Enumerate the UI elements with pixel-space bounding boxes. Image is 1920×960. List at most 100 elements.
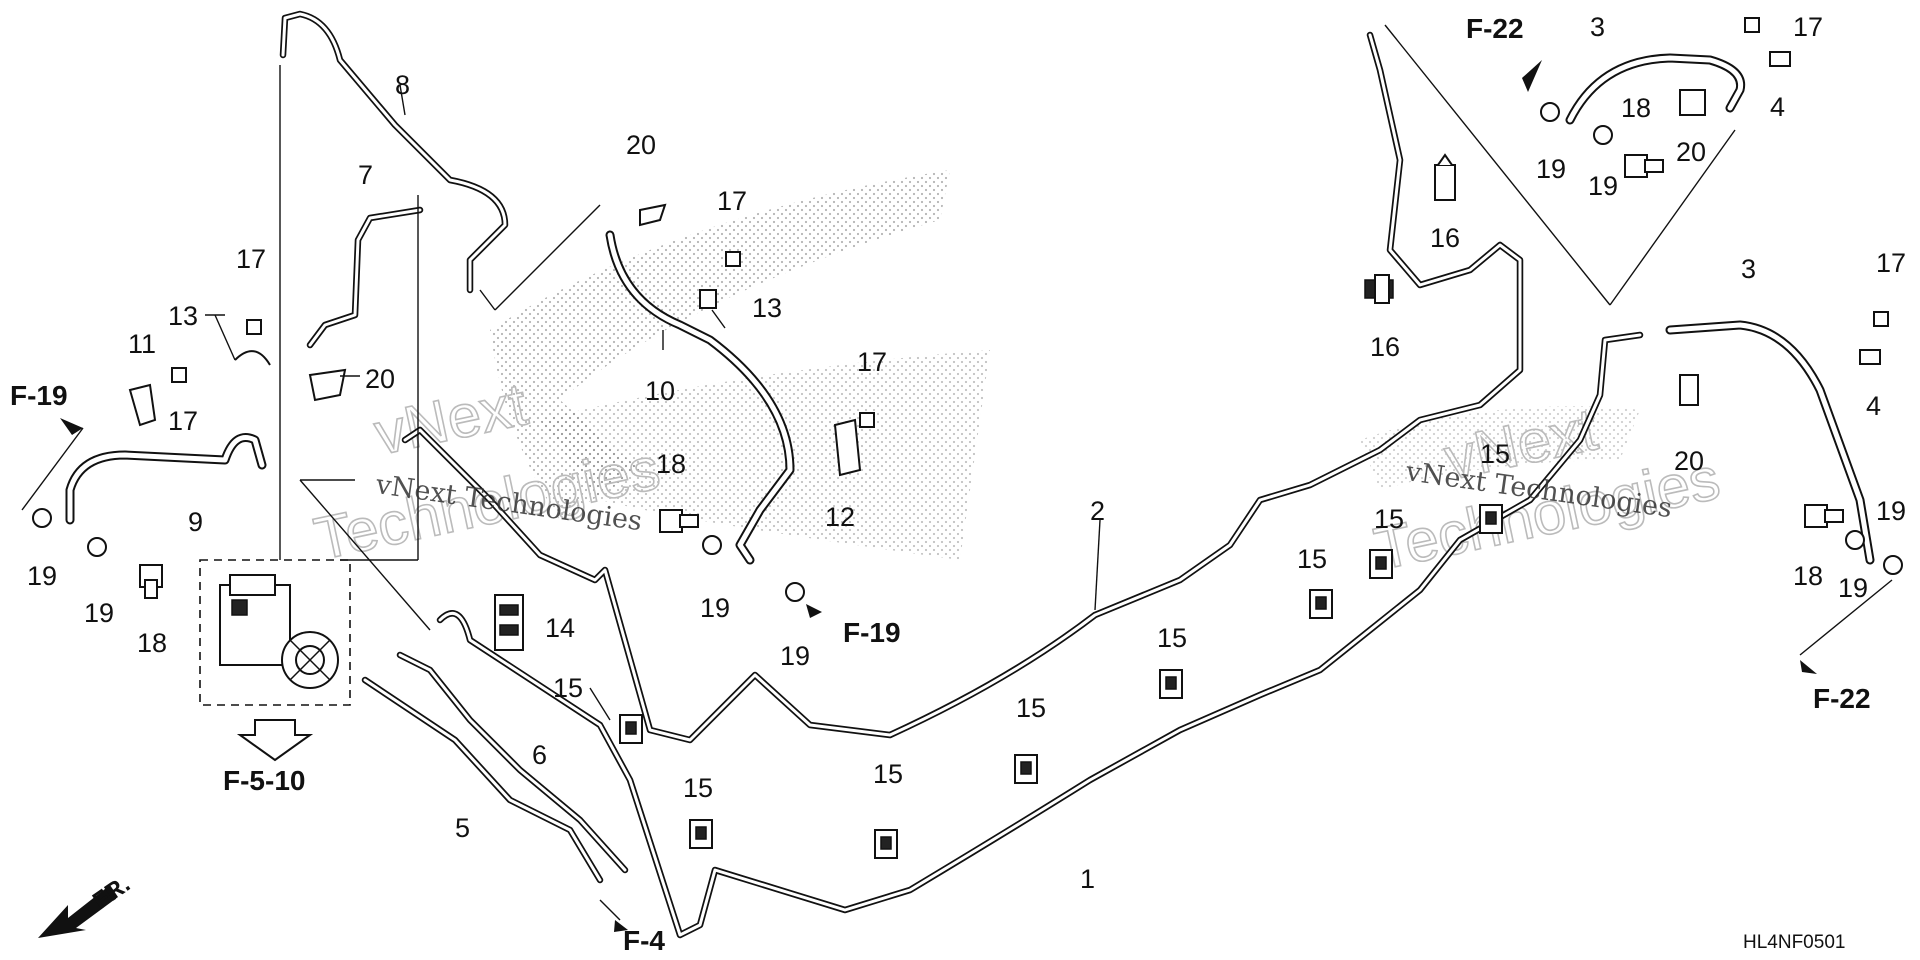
- arrow-down-icon: [236, 719, 314, 762]
- callout-20-d: 20: [1674, 446, 1704, 476]
- callout-19-f: 19: [1588, 171, 1618, 201]
- callout-20-c: 20: [1676, 137, 1706, 167]
- callout-15-d: 15: [1016, 693, 1046, 723]
- callout-20-a: 20: [626, 130, 656, 160]
- clip-15-d: [1014, 754, 1038, 784]
- brake-pipes: [65, 10, 1875, 939]
- callout-2: 2: [1090, 496, 1105, 526]
- callout-14: 14: [545, 613, 575, 643]
- clip-4-a: [1769, 51, 1791, 67]
- callout-19-d: 19: [780, 641, 810, 671]
- callout-18-d: 18: [1793, 561, 1823, 591]
- bolt-17-f: [1873, 311, 1889, 327]
- callout-9: 9: [188, 507, 203, 537]
- bolt-18-b: [659, 509, 699, 533]
- arrow-f19-left-icon: [60, 418, 83, 435]
- callout-15-h: 15: [1480, 439, 1510, 469]
- bolt-17-a: [246, 319, 262, 335]
- clip-15-h: [1479, 504, 1503, 534]
- arrow-f22-top-icon: [1522, 60, 1542, 92]
- callout-12: 12: [825, 502, 855, 532]
- ref-f22-right: F-22: [1813, 683, 1871, 714]
- reference-arrows: [60, 60, 1817, 932]
- callout-18-a: 18: [137, 628, 167, 658]
- fr-arrow-icon: [38, 885, 118, 938]
- front-direction-arrow: FR.: [38, 871, 135, 938]
- clip-15-c: [874, 829, 898, 859]
- callout-19-h: 19: [1876, 496, 1906, 526]
- callout-18-b: 18: [656, 449, 686, 479]
- callout-17-f: 17: [1876, 248, 1906, 278]
- callout-1: 1: [1080, 864, 1095, 894]
- clip-13-b: [699, 289, 717, 309]
- washer-19-b: [87, 537, 107, 557]
- reference-labels: F-19 F-19 F-22 F-22 F-4 F-5-10: [10, 13, 1871, 956]
- bracket-20-b: [308, 368, 347, 402]
- callout-19-g: 19: [1838, 573, 1868, 603]
- ref-f19-left: F-19: [10, 380, 68, 411]
- diagram-code: HL4NF0501: [1743, 932, 1845, 953]
- clip-15-g: [1369, 549, 1393, 579]
- ref-f4: F-4: [623, 925, 665, 956]
- arrow-f22-right-icon: [1800, 660, 1817, 674]
- clip-13-a: [234, 350, 271, 366]
- bolt-18-d: [1804, 504, 1844, 528]
- callout-6: 6: [532, 740, 547, 770]
- washer-19-f: [1593, 125, 1613, 145]
- callout-13-mid: 13: [752, 293, 782, 323]
- bracket-20-a: [639, 203, 667, 227]
- callout-15-a: 15: [553, 673, 583, 703]
- clip-16-b: [1364, 274, 1394, 304]
- ref-f19-mid: F-19: [843, 617, 901, 648]
- bracket-12: [833, 418, 862, 477]
- clip-15-a: [619, 714, 643, 744]
- watermark-logo: [490, 170, 1640, 560]
- bracket-11: [128, 383, 157, 427]
- callout-17-d: 17: [857, 347, 887, 377]
- callout-15-c: 15: [873, 759, 903, 789]
- ref-f510: F-5-10: [223, 765, 305, 796]
- callout-17-e: 17: [1793, 12, 1823, 42]
- callout-15-e: 15: [1157, 623, 1187, 653]
- callout-16-a: 16: [1430, 223, 1460, 253]
- clip-15-b: [689, 819, 713, 849]
- callout-19-a: 19: [27, 561, 57, 591]
- washer-19-c: [702, 535, 722, 555]
- clips-and-fittings: [32, 17, 1903, 859]
- bolt-17-d: [859, 412, 875, 428]
- callout-17-a: 17: [236, 244, 266, 274]
- callout-10: 10: [645, 376, 675, 406]
- clip-15-e: [1159, 669, 1183, 699]
- callout-7: 7: [358, 160, 373, 190]
- callout-4-right: 4: [1866, 391, 1881, 421]
- callout-13-left: 13: [168, 301, 198, 331]
- bolt-18-c: [1624, 154, 1664, 178]
- callout-15-g: 15: [1374, 504, 1404, 534]
- callout-19-e: 19: [1536, 154, 1566, 184]
- washer-19-e: [1540, 102, 1560, 122]
- washer-19-a: [32, 508, 52, 528]
- washer-19-h: [1883, 555, 1903, 575]
- callout-3-top: 3: [1590, 12, 1605, 42]
- callout-17-c: 17: [717, 186, 747, 216]
- callout-5: 5: [455, 813, 470, 843]
- bolt-17-e: [1744, 17, 1760, 33]
- clip-4-b: [1859, 349, 1881, 365]
- callout-19-b: 19: [84, 598, 114, 628]
- arrow-f4-icon: [614, 920, 628, 932]
- callout-16-b: 16: [1370, 332, 1400, 362]
- callout-11: 11: [128, 329, 156, 359]
- bolt-17-c: [725, 251, 741, 267]
- bracket-20-c: [1679, 89, 1706, 116]
- bolt-17-b: [171, 367, 187, 383]
- callout-19-c: 19: [700, 593, 730, 623]
- arrow-f19-mid-icon: [806, 604, 822, 618]
- clip-16-a: [1434, 153, 1456, 201]
- part-callouts: 1 2 3 3 4 4 5 6 7 8 9 10 11 12 13 13 14 …: [27, 12, 1906, 894]
- clip-15-f: [1309, 589, 1333, 619]
- washer-19-g: [1845, 530, 1865, 550]
- callout-17-b: 17: [168, 406, 198, 436]
- callout-15-f: 15: [1297, 544, 1327, 574]
- clip-14: [494, 594, 524, 651]
